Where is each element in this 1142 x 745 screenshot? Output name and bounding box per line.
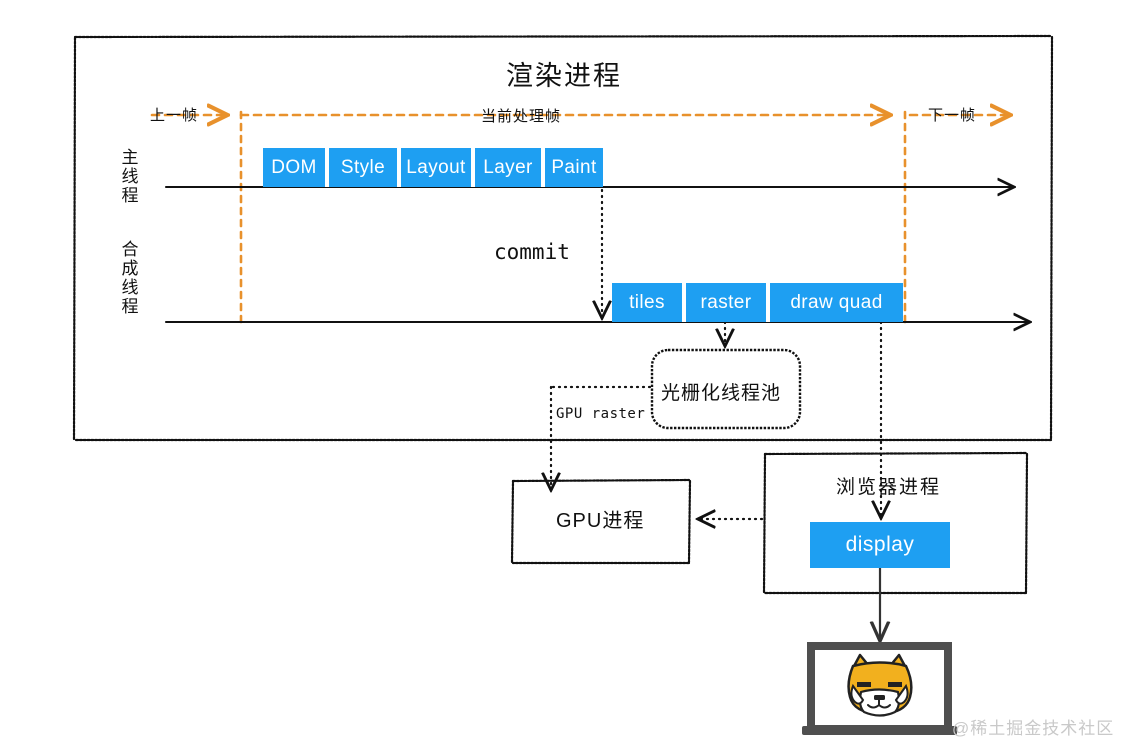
watermark: @稀土掘金技术社区 (952, 719, 1115, 738)
gpu-raster-label: GPU raster (556, 406, 646, 422)
browser-process-title: 浏览器进程 (836, 477, 942, 498)
pipeline-step-style[interactable]: Style (327, 148, 399, 187)
lane-label-compositor-thread: 合成线程 (118, 240, 138, 316)
frame-marker-previous: 上一帧 (150, 107, 199, 124)
pipeline-step-layout[interactable]: Layout (399, 148, 473, 187)
frame-marker-current: 当前处理帧 (481, 108, 562, 125)
compositor-step-tiles[interactable]: tiles (612, 283, 684, 322)
raster-pool-border (650, 348, 802, 430)
lane-label-main-thread: 主线程 (118, 148, 138, 205)
page-title: 渲染进程 (506, 61, 622, 91)
pipeline-step-paint[interactable]: Paint (543, 148, 603, 187)
laptop-icon (802, 642, 957, 735)
frame-marker-next: 下一帧 (928, 107, 977, 124)
renderer-process-border (72, 34, 1054, 442)
commit-label: commit (494, 240, 570, 264)
compositor-step-raster[interactable]: raster (684, 283, 768, 322)
gpu-process-title: GPU进程 (556, 510, 645, 532)
raster-thread-pool-label: 光栅化线程池 (661, 383, 782, 404)
pipeline-step-layer[interactable]: Layer (473, 148, 543, 187)
browser-process-border (762, 451, 1029, 595)
pipeline-step-dom[interactable]: DOM (263, 148, 327, 187)
shiba-dog-pixel-art (847, 653, 913, 717)
compositor-step-draw-quad[interactable]: draw quad (768, 283, 903, 322)
gpu-process-border (510, 478, 692, 565)
display-chip[interactable]: display (810, 522, 950, 568)
